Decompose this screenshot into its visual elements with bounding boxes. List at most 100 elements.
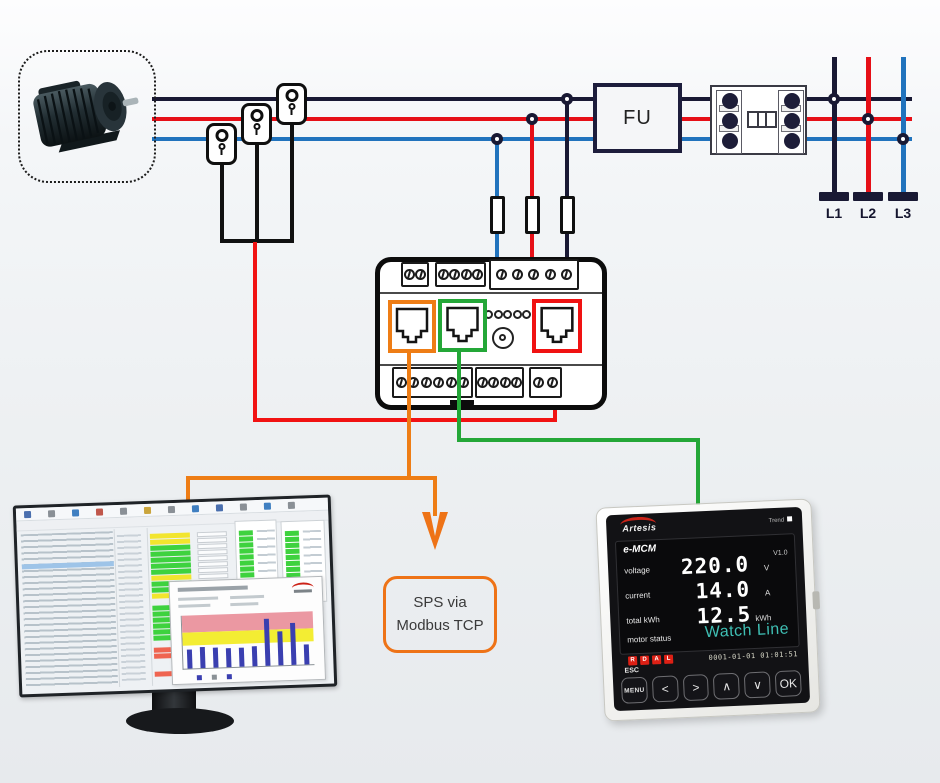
toolbar-icon: [263, 502, 272, 510]
terminal-screw: [472, 269, 484, 280]
software-green-column-a: [238, 530, 255, 578]
sps-modbus-box: SPS via Modbus TCP: [383, 576, 497, 653]
terminal-screw: [460, 269, 472, 280]
device-button-ok: OK: [774, 670, 802, 698]
terminal-block: [529, 367, 562, 398]
terminal-screw: [420, 377, 432, 388]
chart-bars: [186, 611, 313, 669]
status-cell: [239, 554, 254, 560]
status-cell: [285, 554, 300, 561]
wire-red-horizontal: [253, 418, 557, 422]
fuse-black: [560, 196, 575, 234]
timestamp: 0001-01-01 01:01:51: [708, 650, 799, 663]
chart-bar: [303, 644, 310, 665]
trend-square-icon: [786, 516, 793, 522]
wire-green-to-display: [696, 438, 700, 512]
junction-dot: [828, 93, 840, 105]
ct-hole: [285, 89, 298, 102]
fuse-blue: [490, 196, 505, 234]
display-side-connector: [812, 591, 821, 610]
software-tree-panel: [20, 531, 119, 689]
frequency-converter-box: FU: [593, 83, 682, 153]
junction-dot: [491, 133, 503, 145]
toolbar-icon: [23, 510, 32, 519]
wire-green-horizontal: [457, 438, 700, 442]
report-title-bar: [177, 585, 248, 592]
junction-dot: [862, 113, 874, 125]
terminal-screw: [488, 377, 500, 388]
feeder-l2: [866, 57, 871, 196]
motor-illustration: [33, 80, 139, 153]
current-transformer-black: [276, 83, 307, 125]
drop-wire-red: [530, 119, 534, 263]
artesis-logo-bar: [293, 589, 312, 593]
orange-arrowhead: [422, 512, 448, 550]
sps-line1: SPS via: [413, 594, 467, 611]
measurement-module: [375, 257, 607, 410]
current-transformer-red: [241, 103, 272, 145]
breaker-switch-icon: [747, 111, 777, 128]
monitor: [12, 494, 338, 698]
phase-line-black: [152, 97, 912, 101]
sps-line2: Modbus TCP: [396, 616, 484, 634]
monitor-stand-base: [126, 708, 234, 734]
ct-wire: [220, 160, 224, 242]
device-divider: [380, 364, 602, 366]
junction-dot: [897, 133, 909, 145]
toolbar-icon: [239, 503, 248, 511]
report-text-line: [230, 602, 259, 607]
chart-bar: [238, 648, 245, 667]
wire-green-from-port: [457, 352, 461, 442]
chart-bar: [186, 649, 193, 669]
wire-orange-horizontal: [186, 476, 437, 480]
rj45-port-green: [438, 299, 487, 352]
phase-label-l1: L1: [825, 205, 843, 221]
current-transformer-blue: [206, 123, 237, 165]
circuit-breaker: [710, 85, 807, 155]
ct-keyhole: [253, 123, 260, 130]
status-cell: [285, 560, 301, 567]
software-value-column: [116, 534, 146, 681]
wire-orange-to-sps: [433, 476, 437, 516]
terminal-block: [435, 262, 486, 287]
motor-callout-box: [18, 50, 156, 183]
software-panel-b-text: [302, 529, 323, 579]
terminal-screw: [512, 269, 524, 280]
breaker-left-terminals: [716, 90, 742, 154]
breaker-right-terminals: [778, 90, 804, 154]
esc-label: ESC: [624, 667, 640, 675]
chart-bar: [212, 647, 219, 668]
terminal-bar-l3: [888, 192, 918, 201]
chart-bar: [290, 622, 297, 665]
terminal-screw: [437, 269, 449, 280]
chart-bar: [199, 646, 206, 669]
button-row: MENU<>∧∨OK: [620, 670, 802, 704]
device-divider: [380, 292, 602, 294]
terminal-block: [475, 367, 524, 398]
lcd-row-value: 220.0: [680, 552, 750, 580]
terminal-screw: [445, 377, 457, 388]
toolbar-icon: [287, 501, 296, 510]
lcd-row-label: voltage: [624, 565, 651, 576]
status-led: D: [639, 655, 650, 666]
terminal-screw: [510, 377, 522, 388]
ct-hole: [215, 129, 228, 142]
toolbar-icon: [167, 505, 176, 514]
terminal-screw: [403, 269, 415, 280]
status-cell: [238, 530, 253, 536]
status-cell: [240, 572, 255, 578]
indicator-led: [522, 310, 531, 319]
device-button-arrow: ∧: [713, 672, 741, 700]
phase-label-l2: L2: [859, 205, 877, 221]
lcd-row-label: current: [625, 590, 651, 601]
lcd-row-unit: A: [764, 588, 771, 598]
terminal-bar-l1: [819, 192, 849, 201]
feeder-l1: [832, 57, 837, 196]
status-cell: [285, 542, 300, 549]
wire-orange-to-monitor: [186, 476, 190, 514]
status-led: L: [663, 654, 674, 664]
device-mount-tab: [450, 400, 474, 408]
